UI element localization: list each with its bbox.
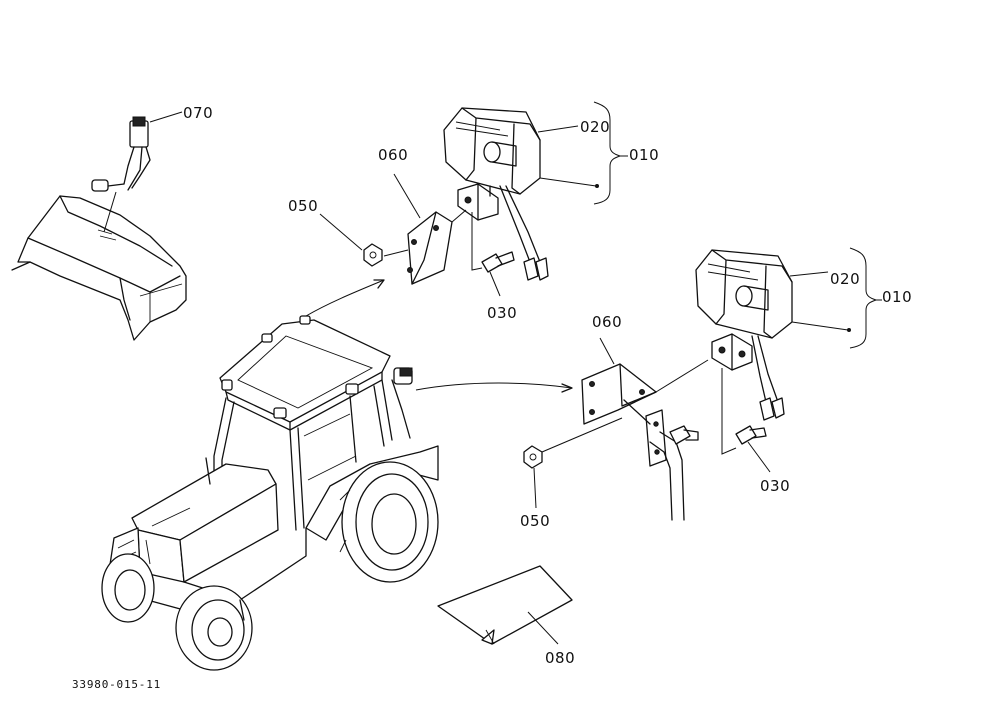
- lamp-assembly-upper: [319, 101, 628, 297]
- drawing-number: 33980-015-11: [72, 678, 161, 691]
- lamp-assembly-lower: [523, 247, 882, 521]
- label-010-lower: 010: [882, 288, 912, 306]
- label-030-upper: 030: [487, 304, 517, 322]
- label-020-lower: 020: [830, 270, 860, 288]
- tractor: [101, 315, 439, 671]
- label-080: 080: [545, 649, 575, 667]
- label-070: 070: [183, 104, 213, 122]
- label-030-lower: 030: [760, 477, 790, 495]
- label-050-upper: 050: [288, 197, 318, 215]
- label-sheet: [437, 565, 573, 645]
- label-060-lower: 060: [592, 313, 622, 331]
- label-060-upper: 060: [378, 146, 408, 164]
- label-020-upper: 020: [580, 118, 610, 136]
- label-050-lower: 050: [520, 512, 550, 530]
- label-010-upper: 010: [629, 146, 659, 164]
- roof-panel: [11, 195, 187, 341]
- switch-part: [91, 111, 183, 233]
